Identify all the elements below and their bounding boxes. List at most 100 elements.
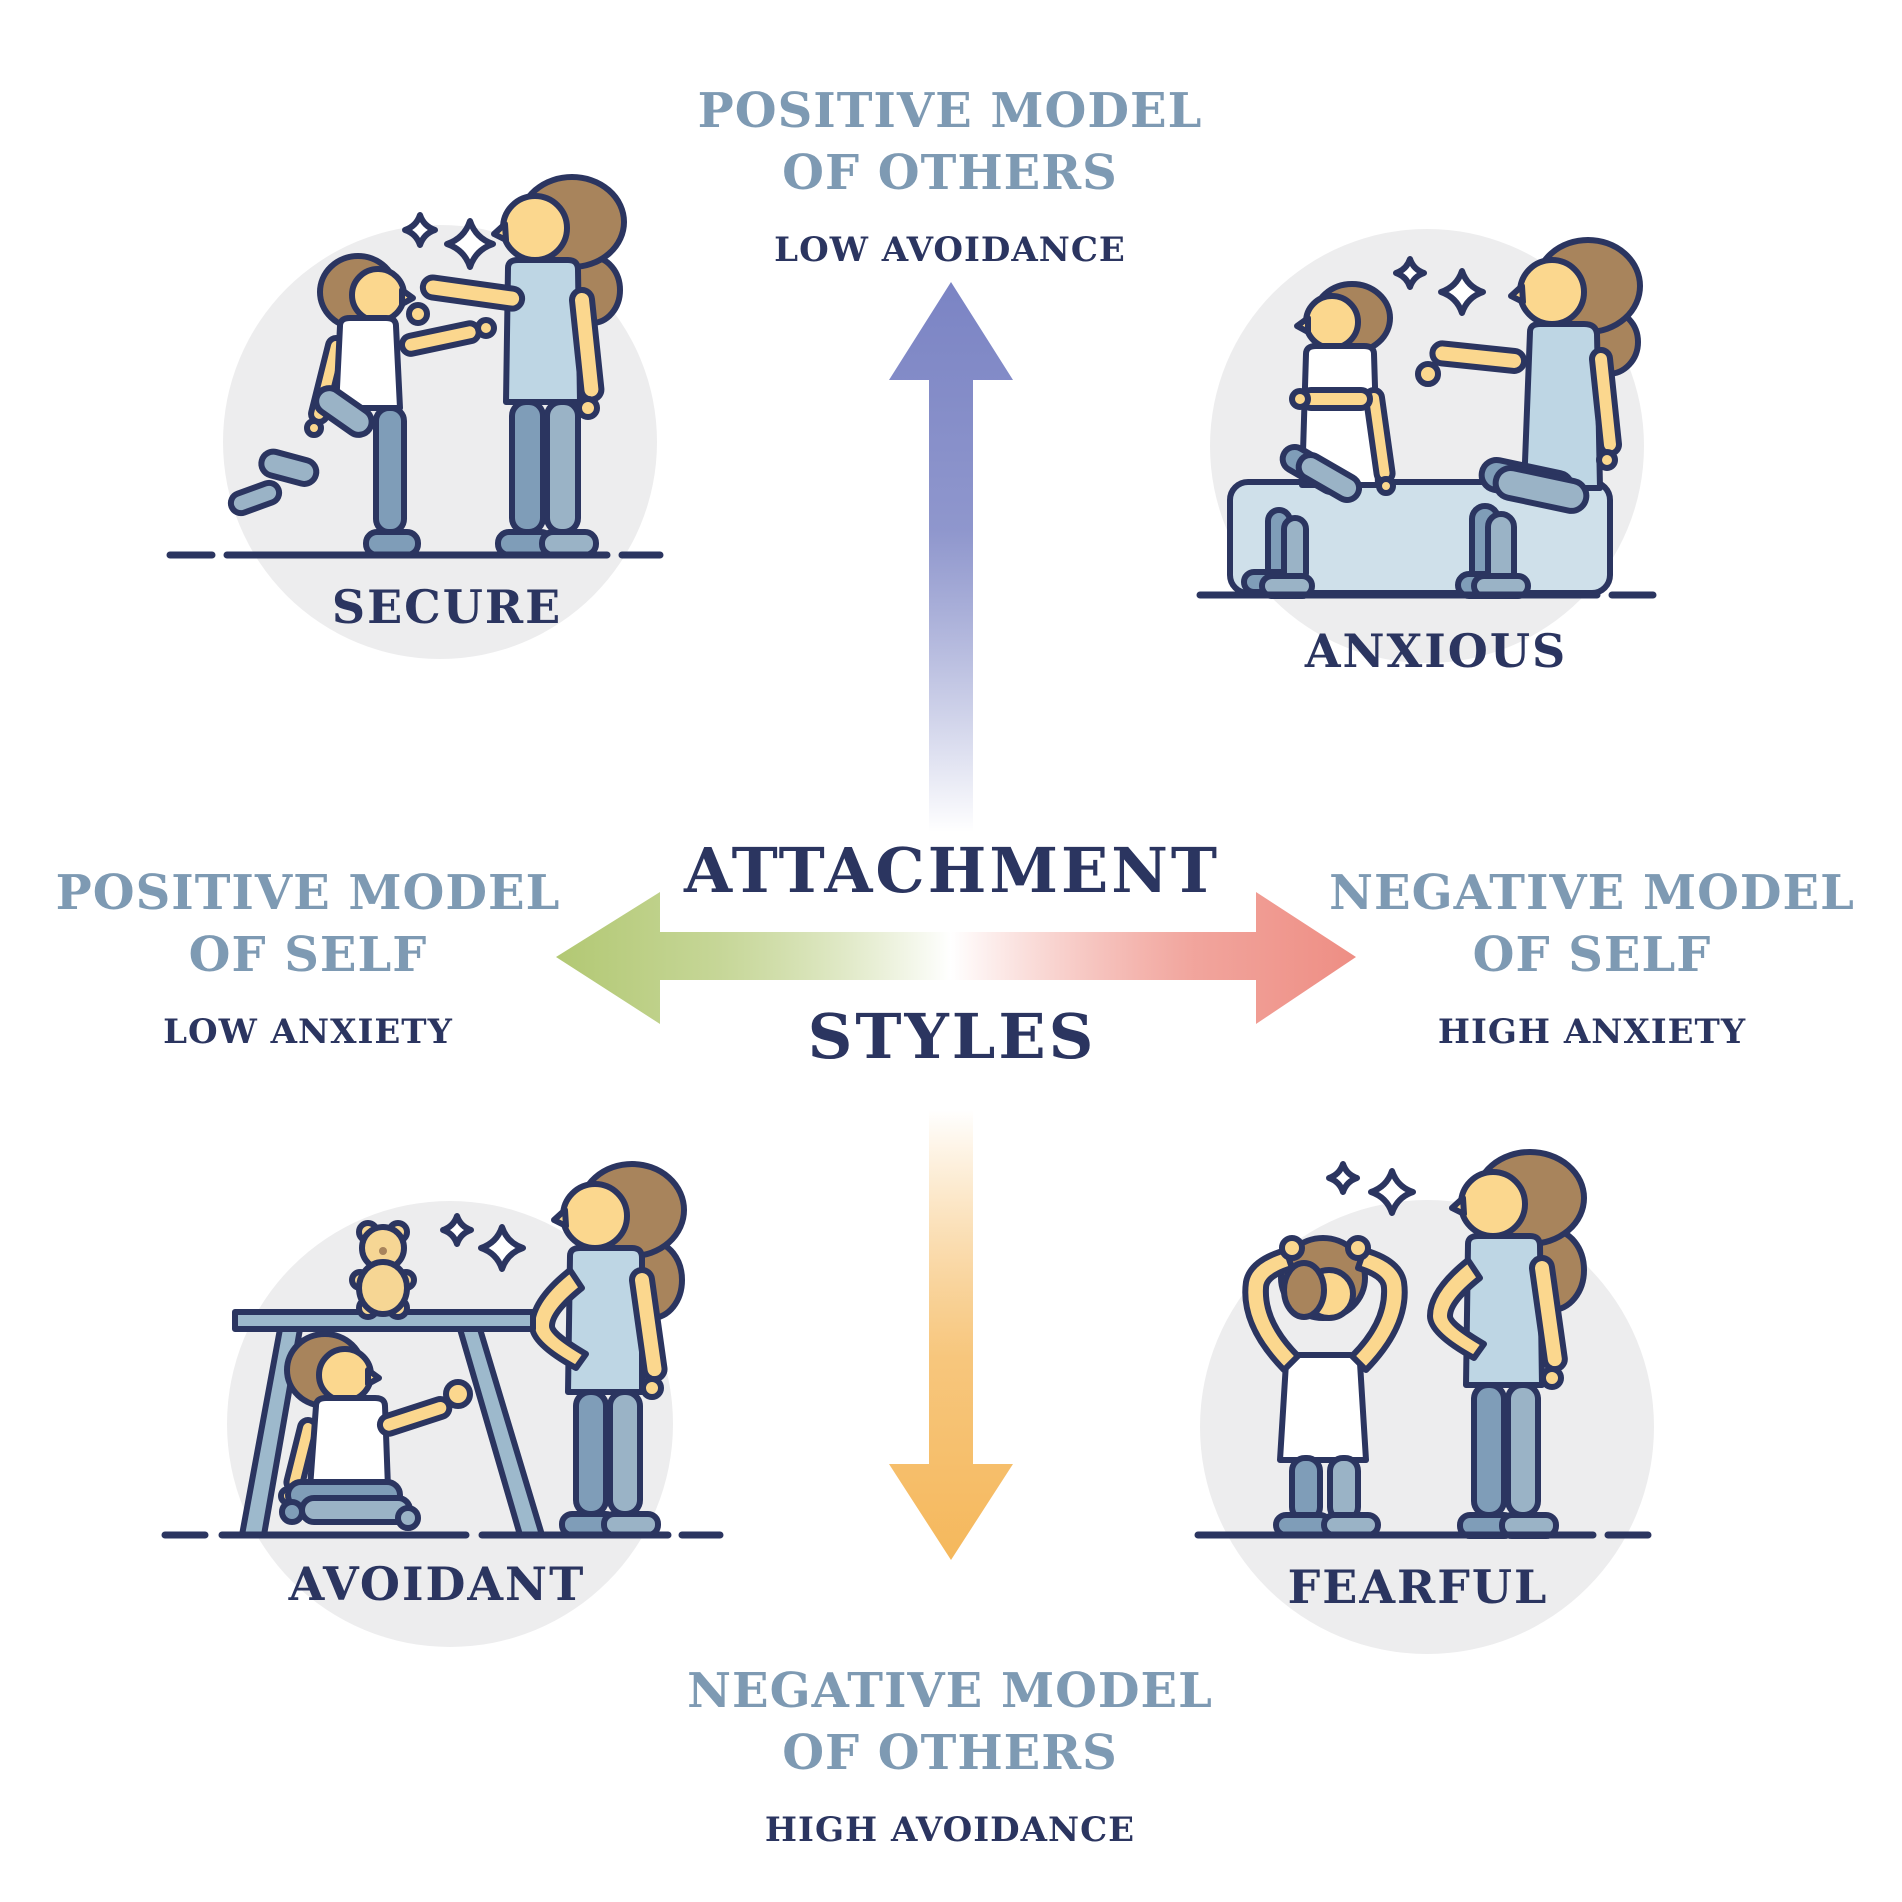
sparkle-icon — [481, 1227, 523, 1269]
mother-leg — [1505, 1382, 1541, 1518]
axis-left-heading-line1: POSITIVE MODEL — [55, 865, 561, 921]
axis-left-heading-line2: OF SELF — [188, 927, 428, 983]
diagram-title-line1: ATTACHMENT — [683, 834, 1221, 907]
mother-hand — [406, 302, 430, 326]
mother-leg — [607, 1389, 643, 1517]
child-figure — [1241, 281, 1396, 599]
child-head — [1303, 293, 1361, 351]
mother-arm-on-hip — [1427, 1257, 1487, 1361]
child-nose — [399, 287, 416, 307]
mother-nose — [551, 1207, 569, 1229]
mother-leg — [1471, 1382, 1507, 1518]
child-hair-front — [1281, 1260, 1327, 1320]
child-back-thigh — [313, 385, 375, 438]
child-hand — [1289, 388, 1311, 410]
mother-figure — [1427, 1149, 1587, 1539]
sparkle-icon — [1441, 271, 1483, 313]
secure-scene-illustration — [166, 174, 664, 659]
up-arrow-icon — [889, 282, 1013, 832]
axis-left-subheading: LOW ANXIETY — [163, 1012, 453, 1052]
quadrant-label-fearful: FEARFUL — [1287, 1560, 1549, 1614]
mother-hand — [640, 1376, 664, 1400]
axis-right-subheading: HIGH ANXIETY — [1437, 1012, 1747, 1052]
mother-hand — [1540, 1366, 1564, 1390]
axis-top-heading-line1: POSITIVE MODEL — [697, 83, 1203, 139]
mother-shirt — [1463, 1233, 1545, 1388]
left-arrow-icon — [556, 892, 951, 1024]
down-arrow-icon — [889, 1110, 1013, 1560]
child-shirt — [307, 1395, 391, 1491]
mother-reaching-arm — [419, 274, 526, 312]
child-back-calf — [258, 448, 320, 487]
mother-nose — [1508, 283, 1526, 305]
quadrant-label-secure: SECURE — [331, 580, 563, 634]
mother-figure — [406, 174, 627, 558]
teddy-nose — [379, 1247, 387, 1255]
child-figure — [1242, 1235, 1408, 1538]
mother-reaching-arm — [1429, 340, 1528, 374]
child-stop-palm — [443, 1379, 473, 1409]
child-figure — [227, 253, 497, 558]
mother-leg — [509, 399, 546, 535]
mother-arm-on-hip — [529, 1267, 589, 1371]
axis-bottom-heading-line2: OF OTHERS — [782, 1725, 1118, 1781]
child-hand — [304, 418, 324, 438]
axis-label-left: POSITIVE MODEL OF SELF LOW ANXIETY — [56, 862, 561, 1052]
mother-head — [1458, 1169, 1528, 1239]
child-hand — [1279, 1235, 1305, 1261]
mother-nose — [1449, 1195, 1467, 1217]
quadrant-label-avoidant: AVOIDANT — [288, 1557, 586, 1611]
mother-figure — [1415, 237, 1643, 599]
teddy-body — [356, 1259, 410, 1317]
child-leg — [1289, 1455, 1323, 1523]
mother-open-hand — [1415, 361, 1441, 387]
mother-hand — [1596, 449, 1618, 471]
mother-figure — [529, 1161, 687, 1538]
child-crossed-arm — [1299, 387, 1373, 411]
teddy-bear-icon — [349, 1220, 417, 1320]
child-shirt — [1299, 343, 1381, 488]
sparkle-icon — [405, 215, 435, 245]
axis-label-top: POSITIVE MODEL OF OTHERS LOW AVOIDANCE — [698, 80, 1203, 270]
axis-bottom-heading-line1: NEGATIVE MODEL — [687, 1663, 1213, 1719]
axis-top-subheading: LOW AVOIDANCE — [774, 230, 1126, 270]
diagram-title-line2: STYLES — [807, 1000, 1097, 1073]
mother-head — [500, 193, 570, 263]
mother-nose — [491, 221, 509, 243]
axis-top-heading-line2: OF OTHERS — [782, 145, 1118, 201]
mother-leg — [544, 399, 581, 535]
child-hand — [1376, 476, 1396, 496]
child-leg — [1327, 1455, 1361, 1523]
sparkle-icon — [1371, 1171, 1413, 1213]
child-shirt — [1277, 1352, 1369, 1463]
quadrant-label-anxious: ANXIOUS — [1304, 624, 1568, 678]
child-shoe — [395, 1505, 421, 1531]
mother-head — [560, 1181, 630, 1251]
child-shoe — [279, 1499, 305, 1525]
mother-shirt — [1521, 321, 1603, 491]
mother-shirt — [565, 1245, 645, 1395]
mother-shirt — [503, 257, 583, 405]
mother-hand — [576, 396, 600, 420]
sparkle-icon — [447, 221, 493, 267]
axis-right-heading-line1: NEGATIVE MODEL — [1329, 865, 1855, 921]
child-leg — [373, 405, 407, 535]
child-crossed-leg — [299, 1495, 413, 1525]
mother-thigh — [1492, 464, 1590, 514]
child-figure — [278, 1331, 473, 1531]
child-head — [349, 266, 407, 324]
sparkle-icon — [443, 1216, 471, 1244]
child-head — [316, 1346, 374, 1404]
child-hand — [1345, 1235, 1371, 1261]
avoidant-scene-illustration — [161, 1161, 724, 1647]
child-hand — [475, 317, 497, 339]
child-nose — [365, 1367, 382, 1387]
child-thigh — [1295, 452, 1363, 503]
sparkle-icon — [1396, 259, 1424, 287]
child-back-shoe — [227, 479, 283, 517]
axis-label-right: NEGATIVE MODEL OF SELF HIGH ANXIETY — [1329, 862, 1855, 1052]
axis-right-heading-line2: OF SELF — [1472, 927, 1712, 983]
right-arrow-icon — [951, 892, 1356, 1024]
